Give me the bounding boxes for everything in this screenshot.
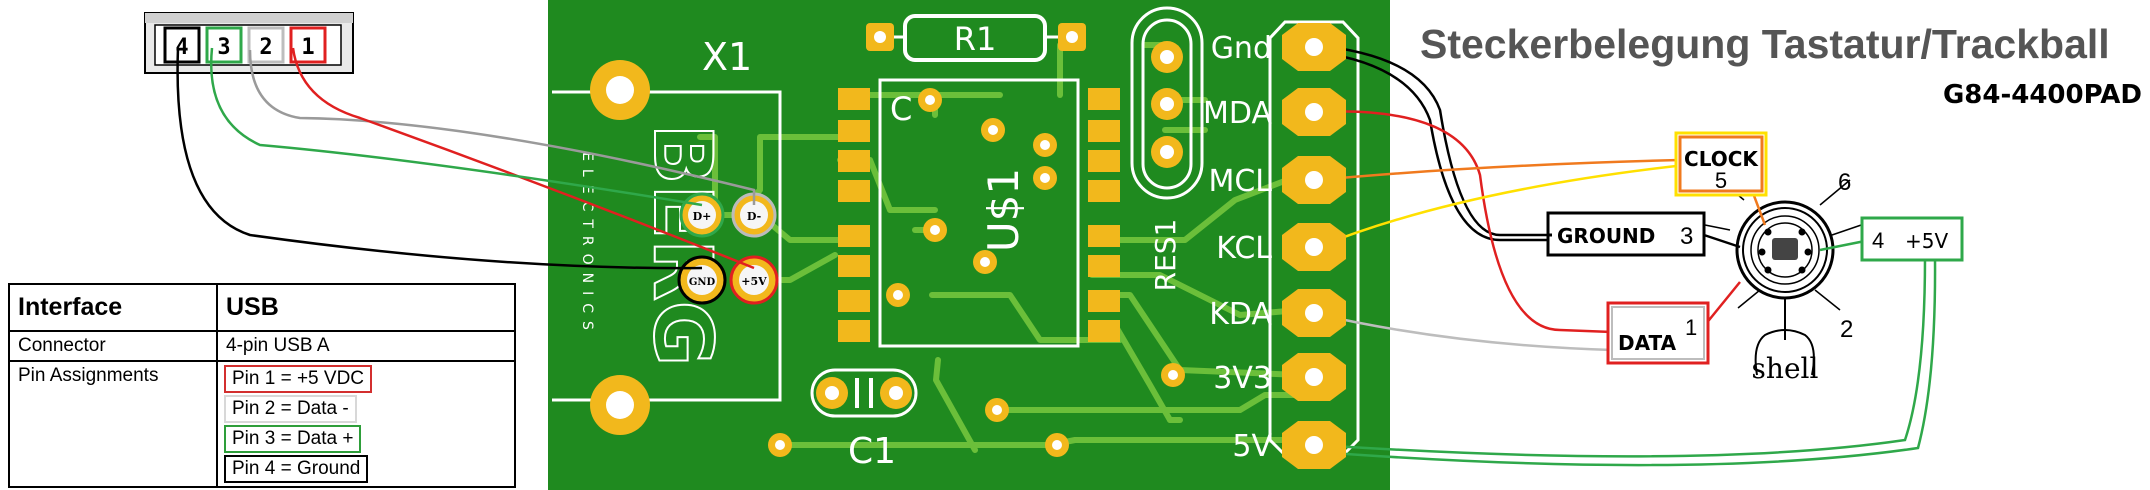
c1-label: C1 [848, 431, 896, 472]
ic-label: U$1 [979, 168, 1028, 252]
pinout-title: Steckerbelegung Tastatur/Trackball [1420, 21, 2110, 67]
wire-black-usb [176, 47, 703, 270]
usb-pin-number: 2 [259, 35, 272, 60]
header-pin-label: KDA [1209, 297, 1272, 332]
usb-pin-cell [205, 26, 243, 64]
ground-pin-number: 3 [1680, 223, 1693, 250]
table-cell-label: Pin Assignments [8, 360, 218, 488]
svg-text:+5V: +5V [741, 275, 767, 288]
header-pin-hole [1305, 368, 1323, 386]
table-cell-value: 4-pin USB A [216, 330, 516, 362]
ic-pin-marker: C [890, 90, 912, 128]
clock-label: CLOCK [1684, 147, 1759, 171]
resistor-r1: R1 [866, 14, 1086, 62]
header-pin-label: MCL [1208, 164, 1272, 199]
ic-u1: C U$1 [838, 78, 1120, 348]
table-header-usb: USB [216, 283, 516, 332]
wire-red-usb [291, 47, 755, 270]
pin-2-assignment: Pin 2 = Data - [224, 395, 357, 423]
table-header-interface: Interface [8, 283, 218, 332]
wire-gray-usb [248, 49, 756, 205]
table-cell-pins: Pin 1 = +5 VDC Pin 2 = Data - Pin 3 = Da… [216, 360, 516, 488]
vcc-pin-number: 4 [1872, 228, 1884, 253]
r1-label: R1 [954, 20, 997, 58]
shell-label: shell [1752, 352, 1819, 385]
usb-pin-cell [163, 26, 201, 64]
pad-d-plus: D+ [679, 192, 725, 238]
pad-gnd: GND [677, 255, 727, 305]
clock-pin-number: 5 [1715, 168, 1727, 193]
wire-black-gnd [1312, 43, 1550, 237]
wire-orange-mcl [1317, 158, 1681, 182]
table-header-row: Interface USB [8, 283, 516, 332]
header-pin-hole [1305, 38, 1323, 56]
data-label-box: DATA 1 [1606, 301, 1710, 365]
x1-outline [552, 90, 782, 402]
header-pin-hole [1305, 238, 1323, 256]
wire-red-mda [1312, 110, 1613, 334]
pin-1-assignment: Pin 1 = +5 VDC [224, 365, 373, 393]
table-cell-label: Connector [8, 330, 218, 362]
wire-yellow-kcl [1317, 163, 1686, 249]
header-pin-label: Gnd [1211, 31, 1272, 66]
ground-label: GROUND [1557, 224, 1655, 248]
header-pin-hole [1305, 103, 1323, 121]
berg-subtext: ELECTRONICS [579, 152, 595, 338]
data-label: DATA [1618, 331, 1677, 355]
svg-text:GND: GND [689, 277, 716, 288]
berg-brand-text: BERG [636, 124, 729, 367]
ground-label-box: GROUND 3 [1546, 211, 1706, 257]
header-pin-label: MDA [1203, 96, 1272, 131]
res1-label: RES1 [1149, 219, 1182, 292]
pcb-vias [768, 88, 1185, 457]
header-pin-hole [1305, 436, 1323, 454]
pin-4-assignment: Pin 4 = Ground [224, 455, 369, 483]
vcc-label: +5V [1905, 229, 1948, 253]
header-pin-label: 3V3 [1213, 361, 1272, 396]
din-pin-6-number: 6 [1838, 169, 1851, 196]
x1-label: X1 [702, 35, 752, 79]
header-pin-label: KCL [1216, 231, 1272, 266]
pcb-board [548, 0, 1390, 490]
header-pin-label: 5V [1232, 429, 1272, 464]
usb-pin-number: 1 [301, 35, 314, 60]
usb-pin-cell [289, 26, 327, 64]
wire-gray-kda [1312, 311, 1613, 352]
berg-logo: BERG [635, 123, 730, 368]
table-row: Pin Assignments Pin 1 = +5 VDC Pin 2 = D… [8, 360, 516, 488]
usb-interface-table: Interface USB Connector 4-pin USB A Pin … [8, 283, 516, 488]
svg-text:D-: D- [747, 210, 761, 223]
pad-d-minus: D- [731, 192, 777, 238]
wires [176, 43, 1937, 467]
vcc-label-box: 4 +5V [1860, 216, 1964, 262]
pin-3-assignment: Pin 3 = Data + [224, 425, 362, 453]
pad-vcc: +5V [729, 255, 779, 305]
data-pin-number: 1 [1685, 315, 1697, 340]
header-pin-hole [1305, 171, 1323, 189]
wire-green-5v [1317, 257, 1927, 458]
table-row: Connector 4-pin USB A [8, 330, 516, 362]
capacitor-c1: C1 [810, 368, 918, 472]
wire-green-usb [210, 47, 703, 207]
clock-label-box: CLOCK 5 [1674, 131, 1768, 197]
crystal-res1: RES1 [1130, 6, 1204, 292]
usb-pin-number: 3 [217, 35, 230, 60]
model-number: G84-4400PAD [1943, 80, 2142, 110]
usb-pin-cell [247, 26, 285, 64]
svg-text:D+: D+ [693, 210, 712, 223]
header-pin-hole [1305, 304, 1323, 322]
din-pin-2-number: 2 [1840, 316, 1853, 343]
